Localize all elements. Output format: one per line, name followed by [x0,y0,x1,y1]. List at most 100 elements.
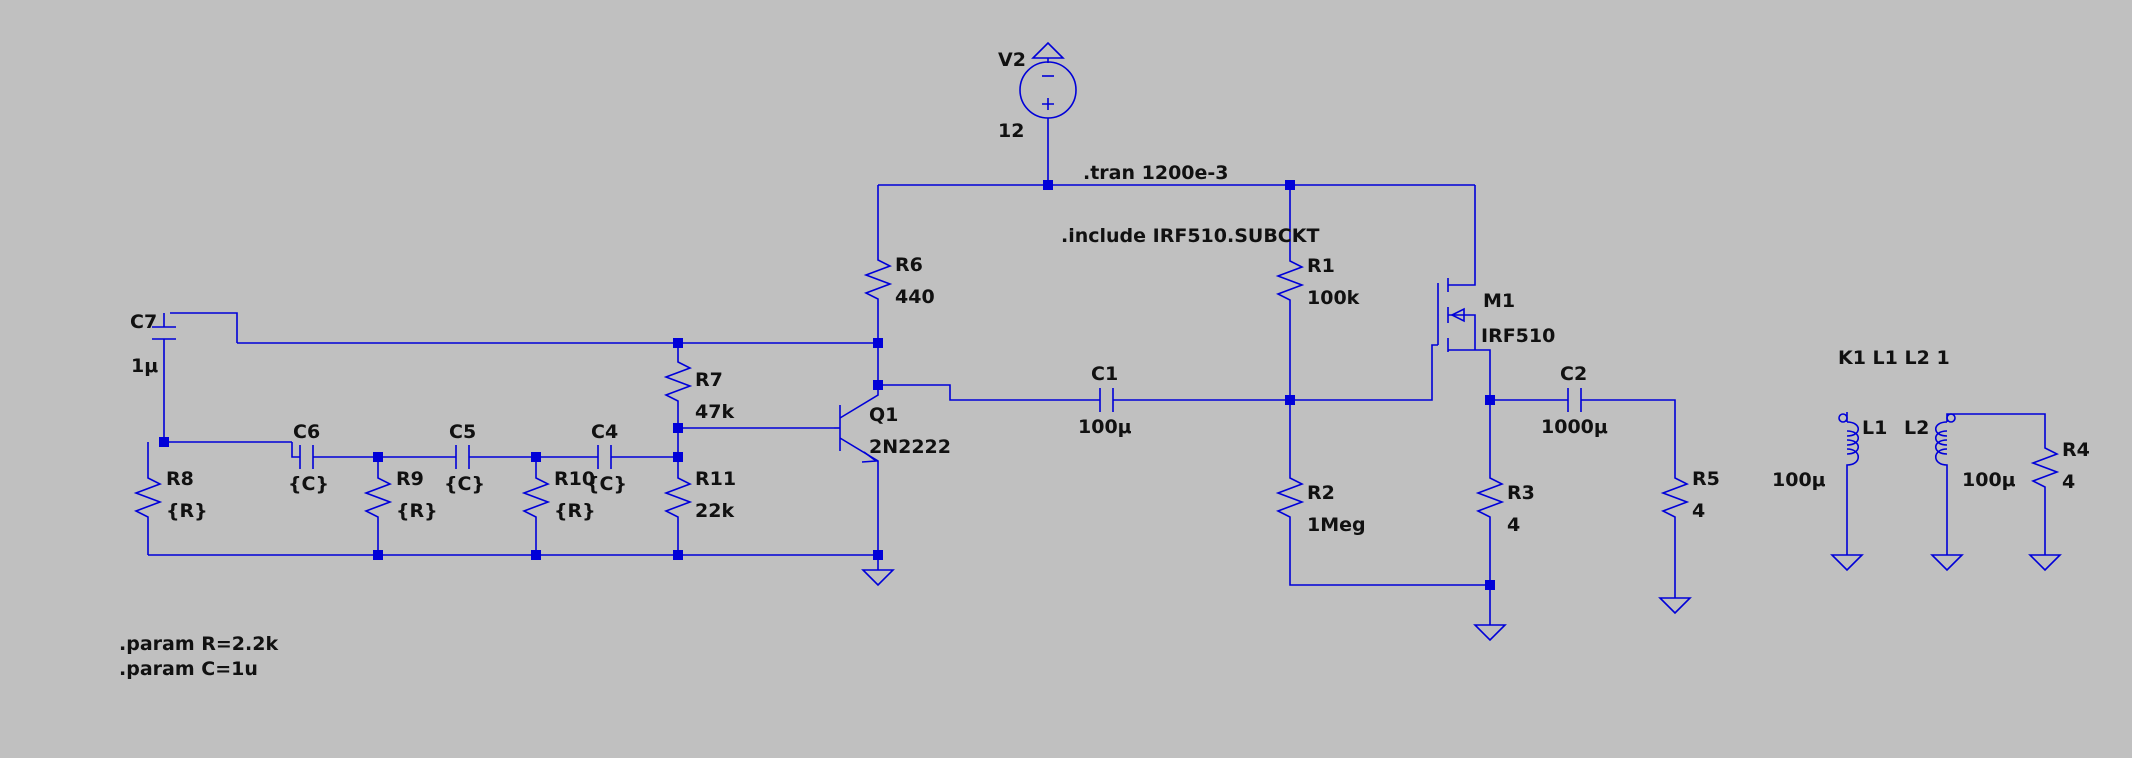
label-c4-value: {C} [586,473,627,495]
resistor-r3[interactable] [1475,470,1505,523]
directive-include[interactable]: .include IRF510.SUBCKT [1061,225,1319,247]
label-q1-name: Q1 [869,404,898,426]
wire-collector-to-c1[interactable] [878,384,1100,401]
q1-emitter-arrow [861,451,879,463]
inductor-l1[interactable] [1846,421,1860,474]
resistor-r5[interactable] [1660,470,1690,523]
wire-rail-to-m1-drain[interactable] [1448,185,1476,286]
capacitor-c4[interactable] [597,445,612,469]
m1-mosfet[interactable] [1437,278,1476,352]
label-c7-name: C7 [130,311,157,333]
label-r11-name: R11 [695,468,736,490]
label-l2-name: L2 [1904,417,1929,439]
label-c6-value: {C} [288,473,329,495]
wire-m1-source[interactable] [1448,349,1491,470]
q1-collector-lead [839,385,879,419]
ground-q1 [861,569,895,587]
resistor-r2[interactable] [1275,470,1305,523]
capacitor-c6[interactable] [299,445,314,469]
wire-c2-to-r5[interactable] [1581,399,1676,470]
label-r6-value: 440 [895,286,935,308]
junction-emitter [873,550,883,560]
inductor-l2[interactable] [1934,421,1948,474]
directive-param-r[interactable]: .param R=2.2k [119,633,278,655]
ground-l1 [1830,554,1864,572]
ground-r3 [1473,624,1507,642]
wire-ladder-c6-left[interactable] [291,442,300,458]
inductors [1838,413,1956,474]
inductor-l2-dot [1946,413,1956,423]
resistors [133,252,2060,523]
capacitor-c5[interactable] [455,445,470,469]
label-l1-value: 100μ [1772,469,1826,491]
junction-gate-node [1285,395,1295,405]
junction-r10-top [531,452,541,462]
label-c2-value: 1000μ [1541,416,1608,438]
label-r8-value: {R} [166,500,208,522]
junction-base [673,423,683,433]
label-c4-name: C4 [591,421,618,443]
directive-tran[interactable]: .tran 1200e-3 [1083,162,1229,184]
v2-source[interactable] [1019,41,1077,119]
component-labels: V2 12 R6 440 R1 100k M1 IRF510 C7 1μ R7 … [130,49,2090,536]
wire-gate[interactable] [1290,344,1438,401]
resistor-r4[interactable] [2030,440,2060,492]
junction-rail-v2 [1043,180,1053,190]
label-r8-name: R8 [166,468,194,490]
junction-c7-r8 [159,437,169,447]
resistor-r6[interactable] [863,252,893,306]
junction-r10-bottom [531,550,541,560]
capacitors [152,326,1582,469]
label-r10-name: R10 [554,468,595,490]
ground-r4 [2028,554,2062,572]
junction-r11-bottom [673,550,683,560]
label-r3-value: 4 [1507,514,1520,536]
label-r11-value: 22k [695,500,734,522]
v2-plus-sign [1042,98,1054,110]
directive-param-c[interactable]: .param C=1u [119,658,258,680]
label-r6-name: R6 [895,254,923,276]
label-c1-value: 100μ [1078,416,1132,438]
resistor-r7[interactable] [663,354,693,407]
capacitor-c2[interactable] [1567,388,1582,412]
label-v2-value: 12 [998,120,1024,142]
q1-transistor[interactable] [834,385,879,470]
directive-coupling[interactable]: K1 L1 L2 1 [1838,347,1950,369]
resistor-r11[interactable] [663,470,693,523]
ground-r5 [1658,597,1692,615]
label-c7-value: 1μ [131,355,158,377]
label-r9-name: R9 [396,468,424,490]
label-r1-name: R1 [1307,255,1335,277]
label-r10-value: {R} [554,500,596,522]
wire-collector-bar[interactable] [170,312,238,343]
label-r4-name: R4 [2062,439,2090,461]
capacitor-c1[interactable] [1099,388,1114,412]
junction-rail-r1 [1285,180,1295,190]
label-r1-value: 100k [1307,287,1360,309]
wire-l2-top[interactable] [1946,413,2046,440]
label-l1-name: L1 [1862,417,1887,439]
junction-output [1485,395,1495,405]
label-m1-name: M1 [1483,290,1515,312]
label-r5-value: 4 [1692,500,1705,522]
junction-r6-feedback [873,338,883,348]
label-q1-value: 2N2222 [869,436,951,458]
label-c5-value: {C} [444,473,485,495]
junctions [159,180,1495,590]
label-c6-name: C6 [293,421,320,443]
resistor-r8[interactable] [133,470,163,523]
label-l2-value: 100μ [1962,469,2016,491]
label-m1-value: IRF510 [1481,325,1555,347]
resistor-r10[interactable] [521,470,551,523]
junction-r11-top [673,452,683,462]
capacitor-c7[interactable] [152,326,176,340]
label-r2-name: R2 [1307,482,1335,504]
label-r4-value: 4 [2062,471,2075,493]
label-r7-value: 47k [695,401,734,423]
wire-r2-bottom[interactable] [1289,523,1490,586]
resistor-r9[interactable] [363,470,393,523]
resistor-r1[interactable] [1275,253,1305,306]
label-r2-value: 1Meg [1307,514,1366,536]
junction-r3-ground [1485,580,1495,590]
